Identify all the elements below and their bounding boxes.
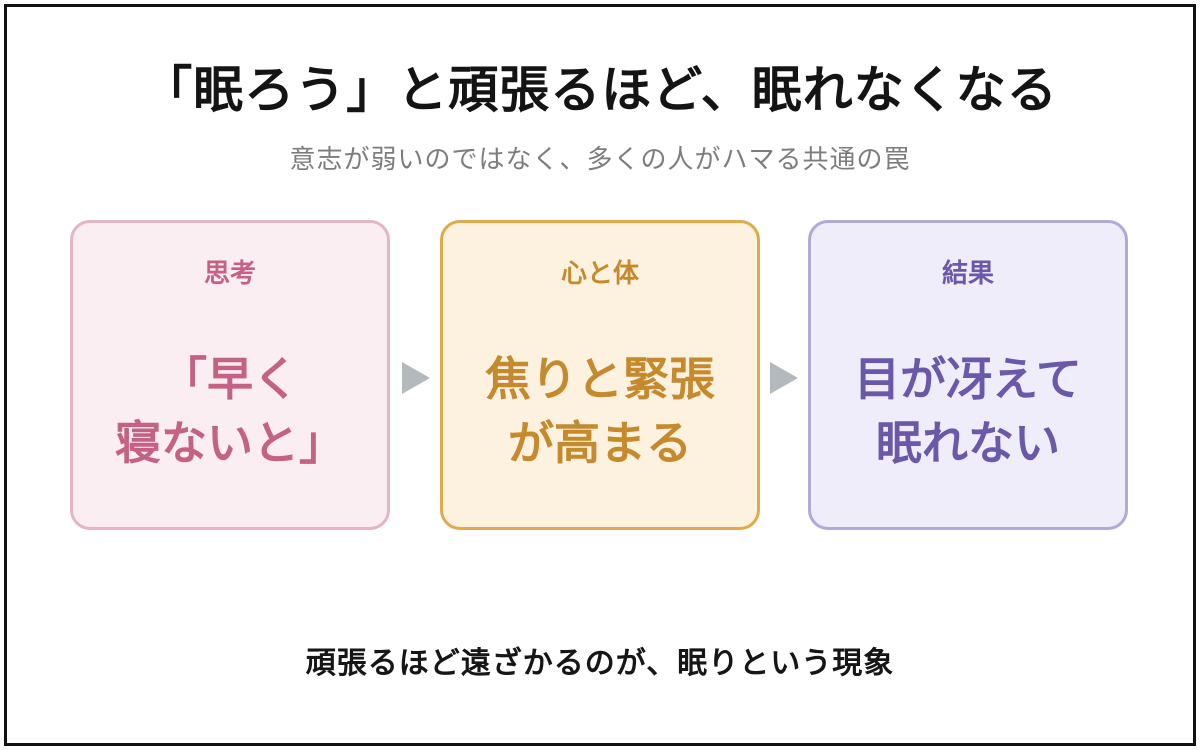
- card-thought-line-1: 「早く: [161, 352, 299, 406]
- card-thought-label: 思考: [203, 259, 256, 289]
- card-mind-body-line-1: 焦りと緊張: [485, 352, 715, 406]
- card-thought-text: 「早く 寝ないと」: [73, 347, 387, 475]
- triangle-right-icon: [770, 362, 798, 394]
- card-thought: 思考 「早く 寝ないと」: [70, 220, 390, 530]
- card-result: 結果 目が冴えて 眠れない: [808, 220, 1128, 530]
- card-mind-body: 心と体 焦りと緊張 が高まる: [440, 220, 760, 530]
- card-mind-body-text: 焦りと緊張 が高まる: [443, 347, 757, 475]
- triangle-right-icon: [402, 362, 430, 394]
- card-result-line-1: 目が冴えて: [854, 352, 1082, 406]
- slide-footer: 頑張るほど遠ざかるのが、眠りという現象: [305, 646, 895, 681]
- card-result-line-2: 眠れない: [876, 416, 1060, 470]
- card-mind-body-label: 心と体: [560, 259, 639, 289]
- card-result-text: 目が冴えて 眠れない: [811, 347, 1125, 475]
- card-mind-body-line-2: が高まる: [508, 416, 692, 470]
- slide-subtitle: 意志が弱いのではなく、多くの人がハマる共通の罠: [289, 145, 911, 175]
- card-thought-line-2: 寝ないと」: [115, 416, 345, 470]
- card-result-label: 結果: [941, 259, 994, 289]
- slide-title: 「眠ろう」と頑張るほど、眠れなくなる: [142, 61, 1058, 119]
